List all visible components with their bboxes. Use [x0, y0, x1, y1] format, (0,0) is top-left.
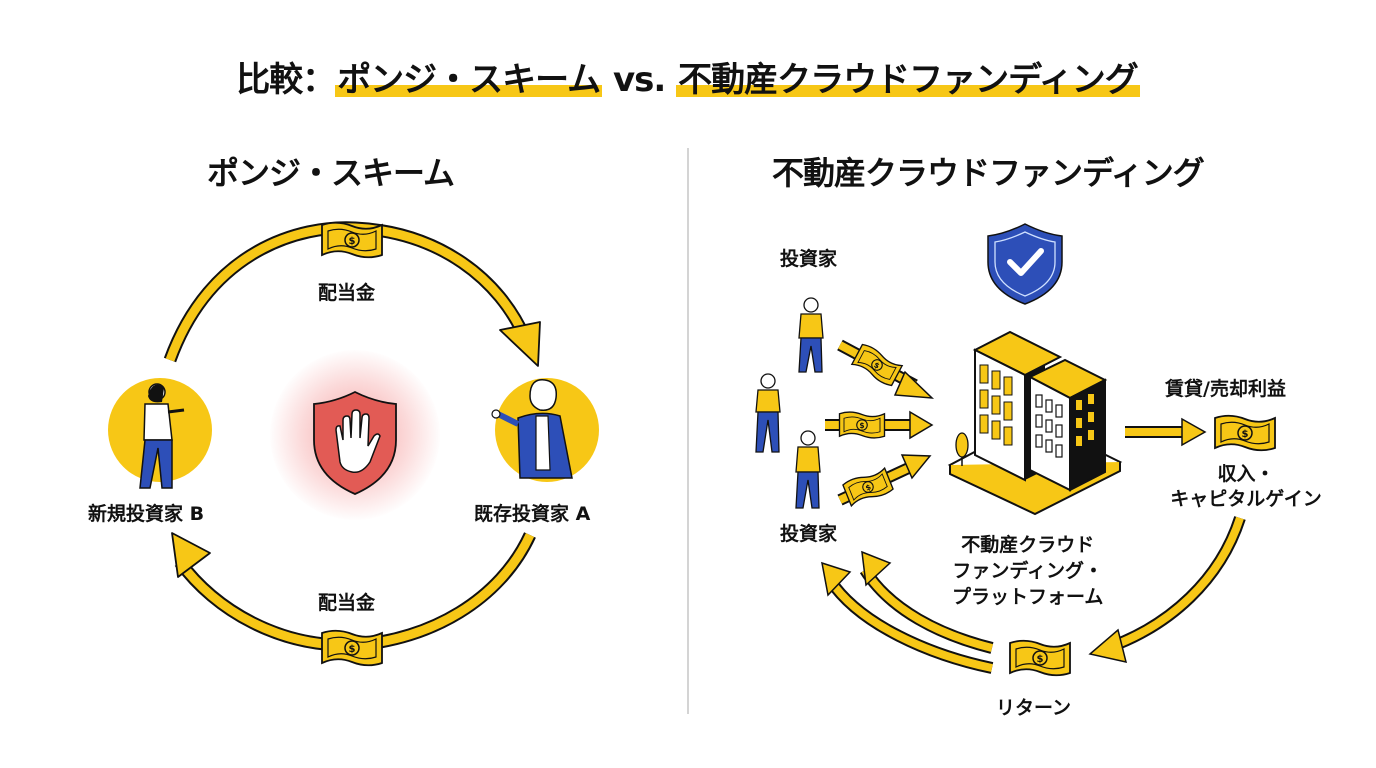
return-arrow	[1088, 516, 1246, 663]
platform-label-line: 不動産クラウド	[961, 534, 1095, 556]
ponzi-bottom-flow-label: 配当金	[318, 592, 376, 614]
new-investor-b-label: 新規投資家 B	[88, 503, 205, 525]
ponzi-heading: ポンジ・スキーム	[207, 154, 455, 192]
existing-investor-a-label: 既存投資家 A	[474, 503, 591, 525]
section-divider	[687, 148, 689, 714]
page-title: 比較：ポンジ・スキーム vs. 不動産クラウドファンディング	[0, 52, 1376, 101]
stop-hand-shield-icon	[313, 390, 397, 495]
profit-label: 賃貸/売却利益	[1165, 378, 1286, 400]
payout-arrow-1	[859, 550, 994, 654]
title-vs: vs.	[602, 60, 677, 100]
check-shield-icon	[987, 223, 1063, 305]
payout-arrow-2	[821, 561, 994, 674]
investors-top-label: 投資家	[780, 248, 838, 270]
crowdfunding-heading: 不動産クラウドファンディング	[772, 154, 1205, 192]
return-bill-icon	[1009, 639, 1071, 677]
title-left-highlight: ポンジ・スキーム	[335, 60, 603, 100]
ponzi-top-flow-label: 配当金	[318, 282, 376, 304]
ponzi-bottom-arrow	[171, 532, 536, 652]
ponzi-bottom-bill-icon	[321, 629, 383, 667]
investment-arrow-3	[837, 454, 932, 509]
platform-label: 不動産クラウド ファンディング・ プラットフォーム	[952, 532, 1103, 610]
platform-label-line: ファンディング・	[952, 560, 1104, 582]
income-label-line: 収入・	[1217, 463, 1275, 485]
investment-arrow-1	[837, 339, 935, 399]
title-prefix: 比較：	[236, 60, 336, 100]
income-label: 収入・ キャピタルゲイン	[1148, 462, 1344, 512]
platform-label-line: プラットフォーム	[952, 586, 1104, 608]
return-label: リターン	[996, 697, 1072, 719]
investor-figure-1	[798, 297, 824, 373]
title-right-highlight: 不動産クラウドファンディング	[676, 60, 1140, 100]
investor-figure-3	[795, 430, 821, 509]
building-icon	[947, 330, 1123, 516]
investor-figure-2	[755, 373, 781, 453]
investment-arrow-2	[825, 410, 934, 440]
ponzi-top-bill-icon	[321, 221, 383, 259]
new-investor-b-avatar	[108, 378, 212, 489]
profit-arrow	[1125, 417, 1207, 447]
existing-investor-a-avatar	[491, 378, 599, 482]
investors-bottom-label: 投資家	[780, 523, 838, 545]
income-bill-icon	[1214, 414, 1276, 452]
income-label-line: キャピタルゲイン	[1170, 488, 1322, 510]
